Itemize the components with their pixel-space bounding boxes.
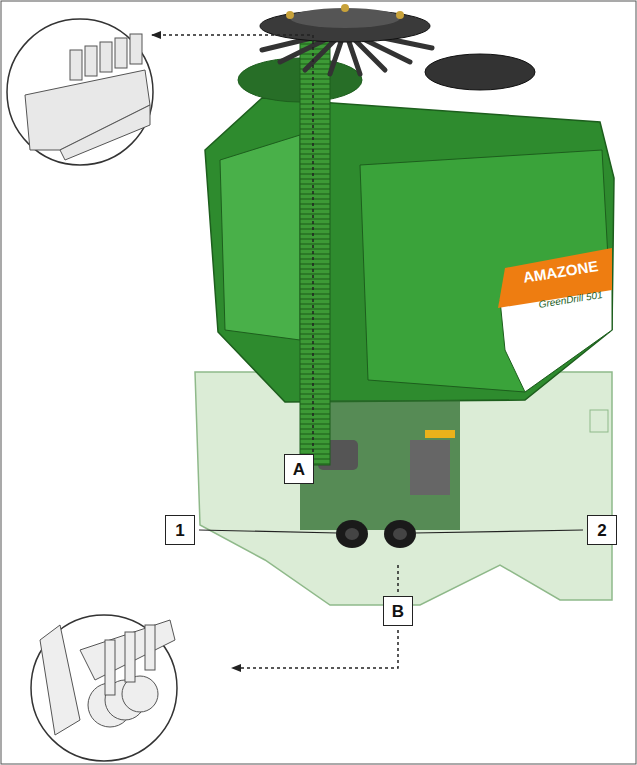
flow-arrow [152,35,313,452]
lid [425,54,535,90]
flow-arrow [232,630,398,668]
callout-box: 1 [165,515,195,545]
callout-box: 2 [587,515,617,545]
model-name: GreenDrill 501 [538,290,603,310]
frame-slot [590,410,608,432]
metering-unit [336,520,368,548]
gearbox [410,440,450,495]
callout-label: B [392,603,404,620]
metering-unit [345,528,359,540]
handle [425,430,455,438]
coulter-detail [40,620,175,735]
metering-unit [393,528,407,540]
flow-arrow [397,565,399,592]
callout-label: A [293,461,305,478]
callout-label: 2 [597,522,606,539]
riser-tube [300,40,330,465]
detail-inset [31,615,177,761]
brand-logo: AMAZONE [522,258,599,285]
distributor-head [260,4,432,74]
metering-unit [384,520,416,548]
detail-inset [7,19,153,165]
leader-line [414,530,583,533]
hopper [205,98,614,402]
callout-box: B [383,596,413,626]
callout-label: 1 [175,522,184,539]
hopper-panel [220,135,300,340]
frame [195,372,612,605]
hopper-panel [360,150,612,392]
distributor-detail [25,34,150,160]
leader-line [199,530,338,533]
callout-box: A [284,454,314,484]
